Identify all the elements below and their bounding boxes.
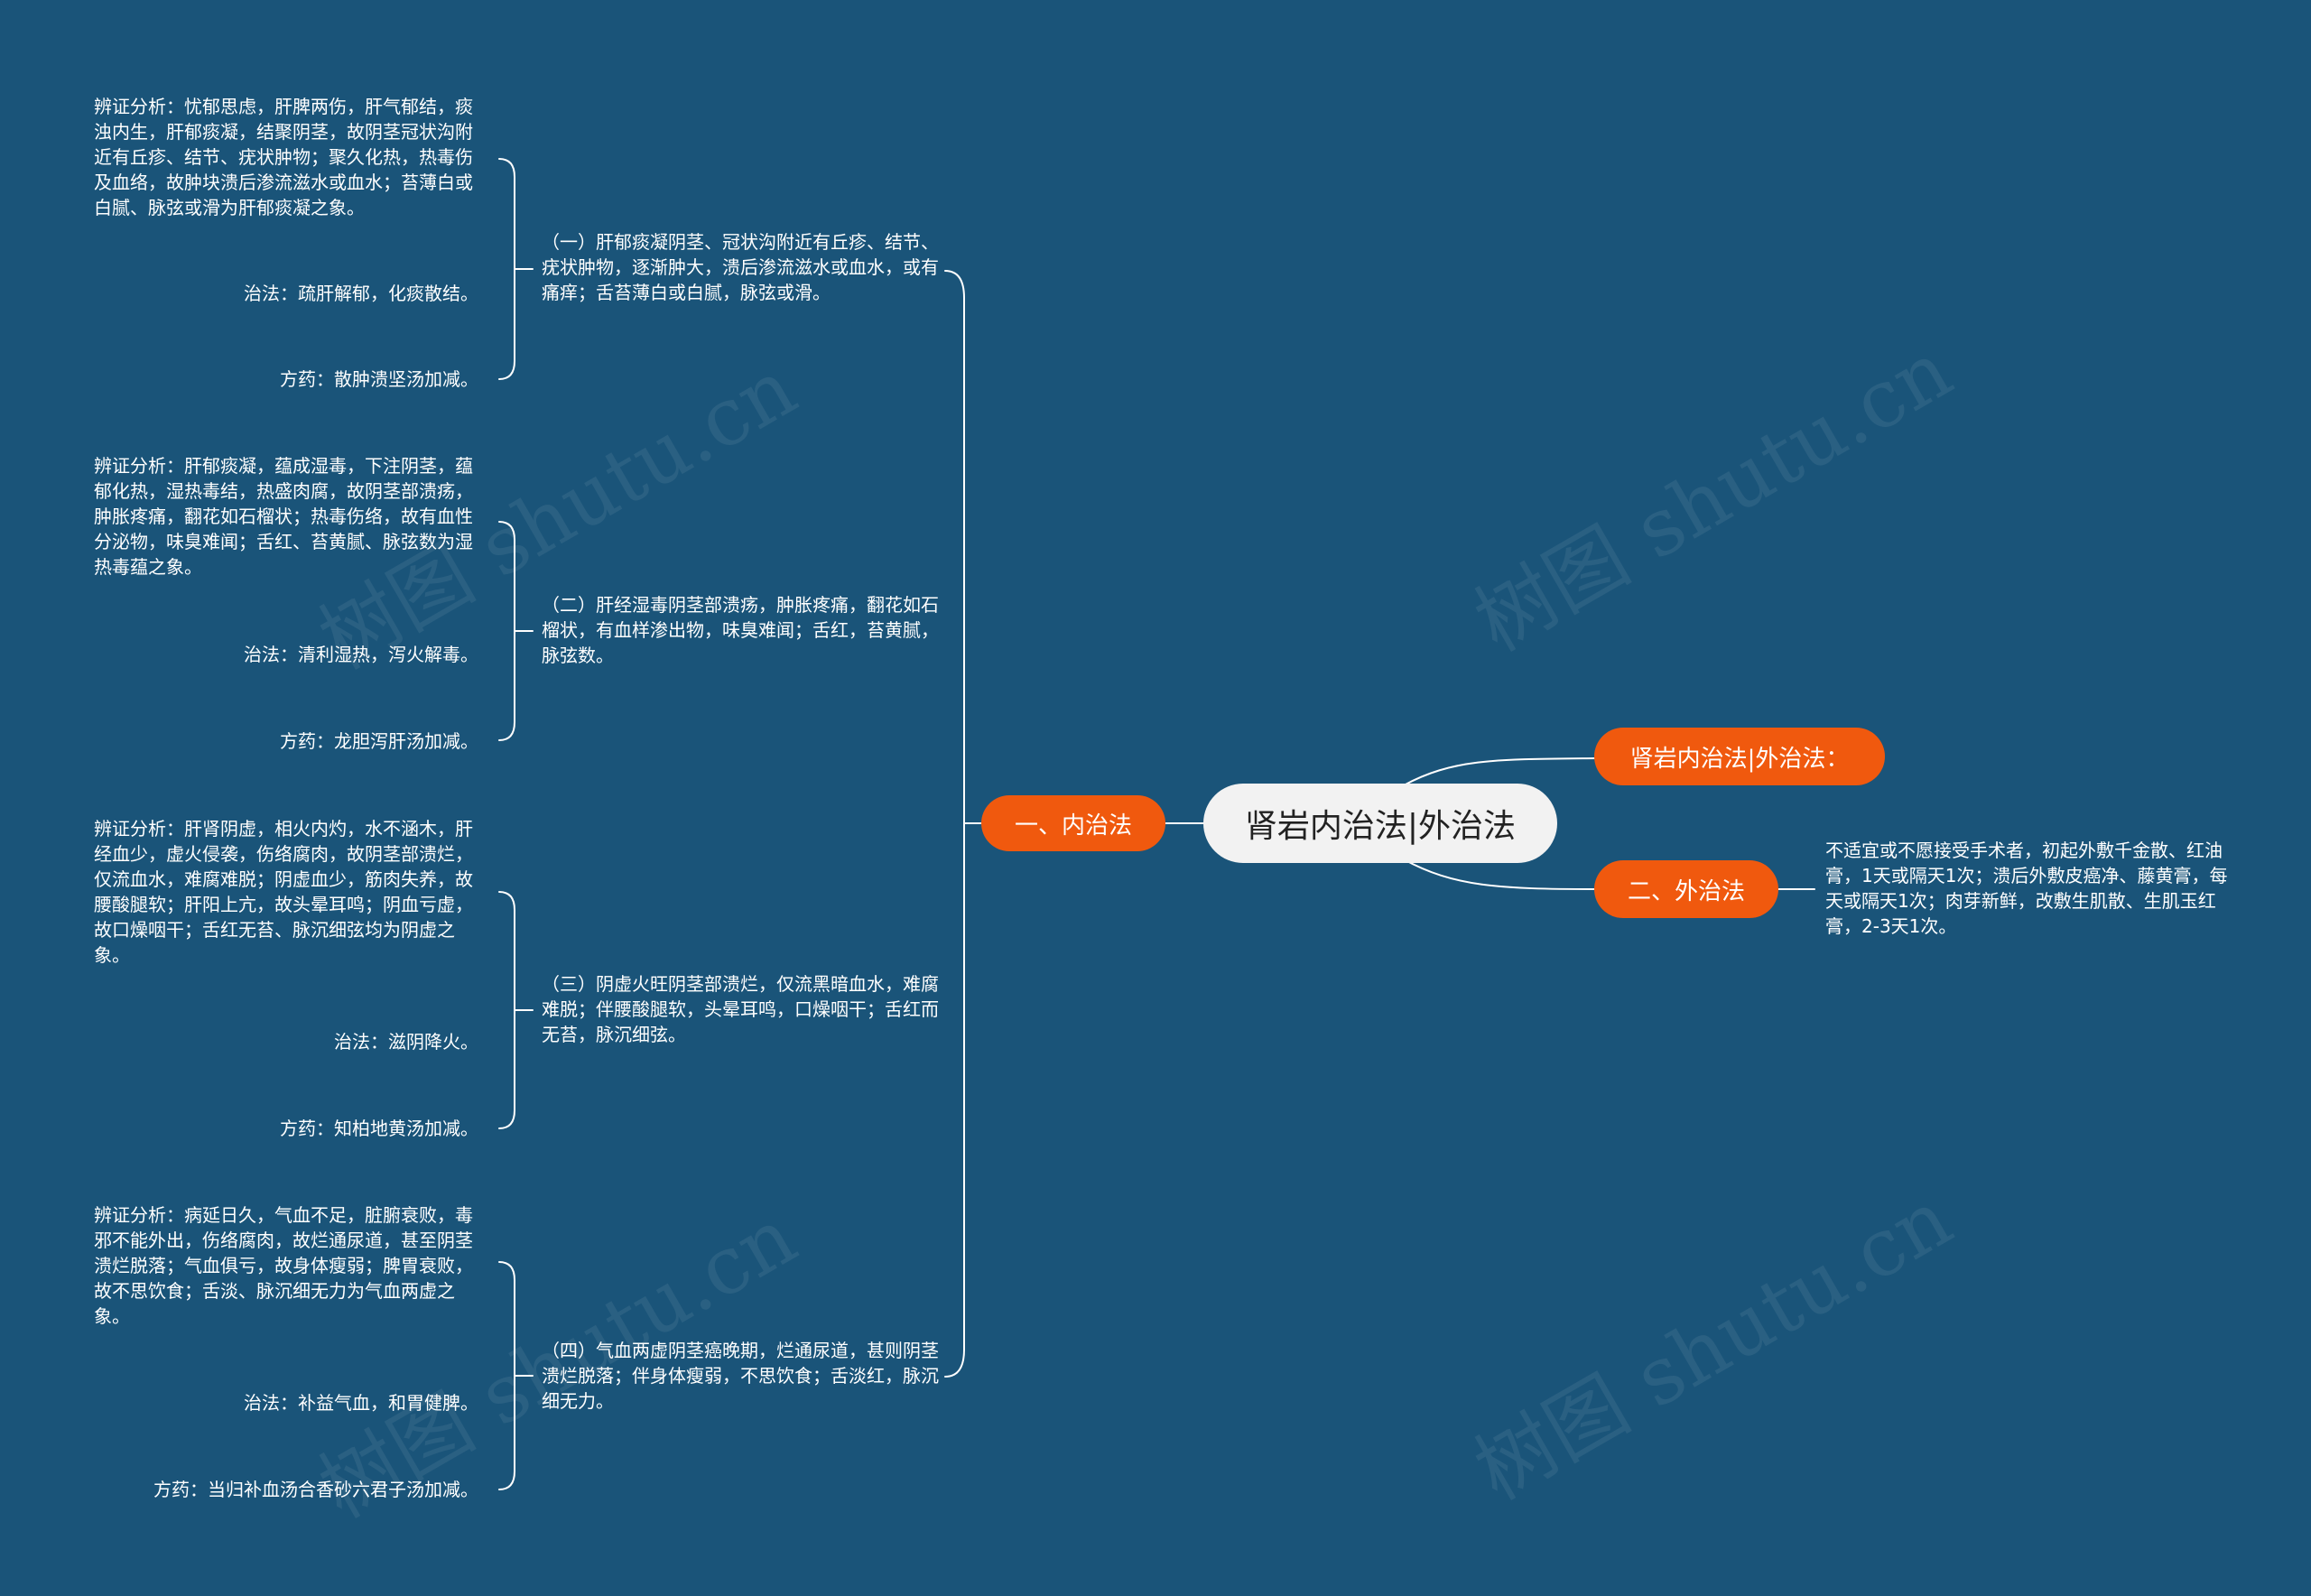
group-analysis-3: 辨证分析：肝肾阴虚，相火内灼，水不涵木，肝经血少，虚火侵袭，伤络腐肉，故阴茎部溃… xyxy=(94,818,473,966)
bracket-group-1 xyxy=(498,158,534,380)
group-summary-4: （四）气血两虚阴茎癌晚期，烂通尿道，甚则阴茎溃烂脱落；伴身体瘦弱，不思饮食；舌淡… xyxy=(542,1340,939,1412)
external-detail: 不适宜或不愿接受手术者，初起外敷千金散、红油膏，1天或隔天1次；溃后外敷皮癌净、… xyxy=(1825,840,2228,937)
group-summary-1: （一）肝郁痰凝阴茎、冠状沟附近有丘疹、结节、疣状肿物，逐渐肿大，溃后渗流滋水或血… xyxy=(542,231,939,303)
group-formula-3: 方药：知柏地黄汤加减。 xyxy=(280,1118,478,1139)
bracket-internal xyxy=(944,270,982,1378)
root-node[interactable]: 肾岩内治法|外治法 xyxy=(1203,784,1557,863)
title-node[interactable]: 肾岩内治法|外治法： xyxy=(1594,728,1885,785)
group-summary-3: （三）阴虚火旺阴茎部溃烂，仅流黑暗血水，难腐难脱；伴腰酸腿软，头晕耳鸣，口燥咽干… xyxy=(542,973,939,1045)
bracket-group-2 xyxy=(498,521,534,741)
group-formula-4: 方药：当归补血汤合香砂六君子汤加减。 xyxy=(153,1479,478,1500)
group-formula-2: 方药：龙胆泻肝汤加减。 xyxy=(280,730,478,752)
group-analysis-1: 辨证分析：忧郁思虑，肝脾两伤，肝气郁结，痰浊内生，肝郁痰凝，结聚阴茎，故阴茎冠状… xyxy=(94,96,473,218)
link-root-title xyxy=(1403,757,1597,786)
group-treatment-4: 治法：补益气血，和胃健脾。 xyxy=(244,1392,478,1414)
group-treatment-2: 治法：清利湿热，泻火解毒。 xyxy=(244,644,478,665)
group-formula-1: 方药：散肿溃坚汤加减。 xyxy=(280,368,478,390)
internal-node[interactable]: 一、内治法 xyxy=(981,795,1165,851)
group-analysis-2: 辨证分析：肝郁痰凝，蕴成湿毒，下注阴茎，蕴郁化热，湿热毒结，热盛肉腐，故阴茎部溃… xyxy=(94,455,473,578)
external-node[interactable]: 二、外治法 xyxy=(1594,860,1778,918)
bracket-group-3 xyxy=(498,891,534,1129)
bracket-group-4 xyxy=(498,1261,534,1490)
group-treatment-3: 治法：滋阴降火。 xyxy=(334,1031,478,1053)
group-analysis-4: 辨证分析：病延日久，气血不足，脏腑衰败，毒邪不能外出，伤络腐肉，故烂通尿道，甚至… xyxy=(94,1204,473,1327)
group-summary-2: （二）肝经湿毒阴茎部溃疡，肿胀疼痛，翻花如石榴状，有血样渗出物，味臭难闻；舌红，… xyxy=(542,594,939,666)
link-root-external xyxy=(1403,858,1597,890)
group-treatment-1: 治法：疏肝解郁，化痰散结。 xyxy=(244,283,478,304)
